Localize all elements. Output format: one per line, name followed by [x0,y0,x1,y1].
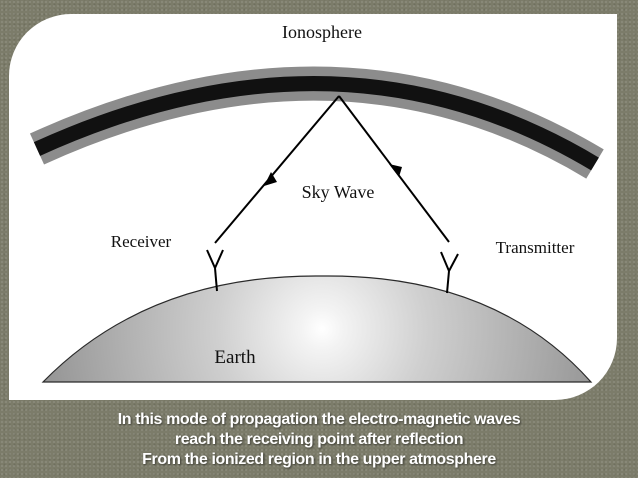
transmitter-label: Transmitter [496,238,575,257]
sky-wave-diagram: Ionosphere Sky Wave Receiver Transmitter… [29,22,604,383]
slide-caption: In this mode of propagation the electro-… [0,410,638,470]
caption-line-3: From the ionized region in the upper atm… [142,451,496,468]
earth-label: Earth [214,347,256,368]
receiver-antenna [206,249,224,292]
ionosphere-label: Ionosphere [282,22,362,42]
transmitter-antenna [440,251,459,294]
incident-arrowhead [389,164,402,177]
ionosphere-inner-band [33,76,599,171]
receiver-label: Receiver [111,232,172,251]
reflected-ray [214,95,340,244]
sky-wave-label: Sky Wave [302,182,375,202]
reflected-arrowhead [264,172,277,186]
caption-line-2: reach the receiving point after reflecti… [174,431,464,448]
slide-panel: Ionosphere Sky Wave Receiver Transmitter… [9,14,617,400]
caption-line-1: In this mode of propagation the electro-… [117,411,521,428]
earth-surface [41,275,593,383]
